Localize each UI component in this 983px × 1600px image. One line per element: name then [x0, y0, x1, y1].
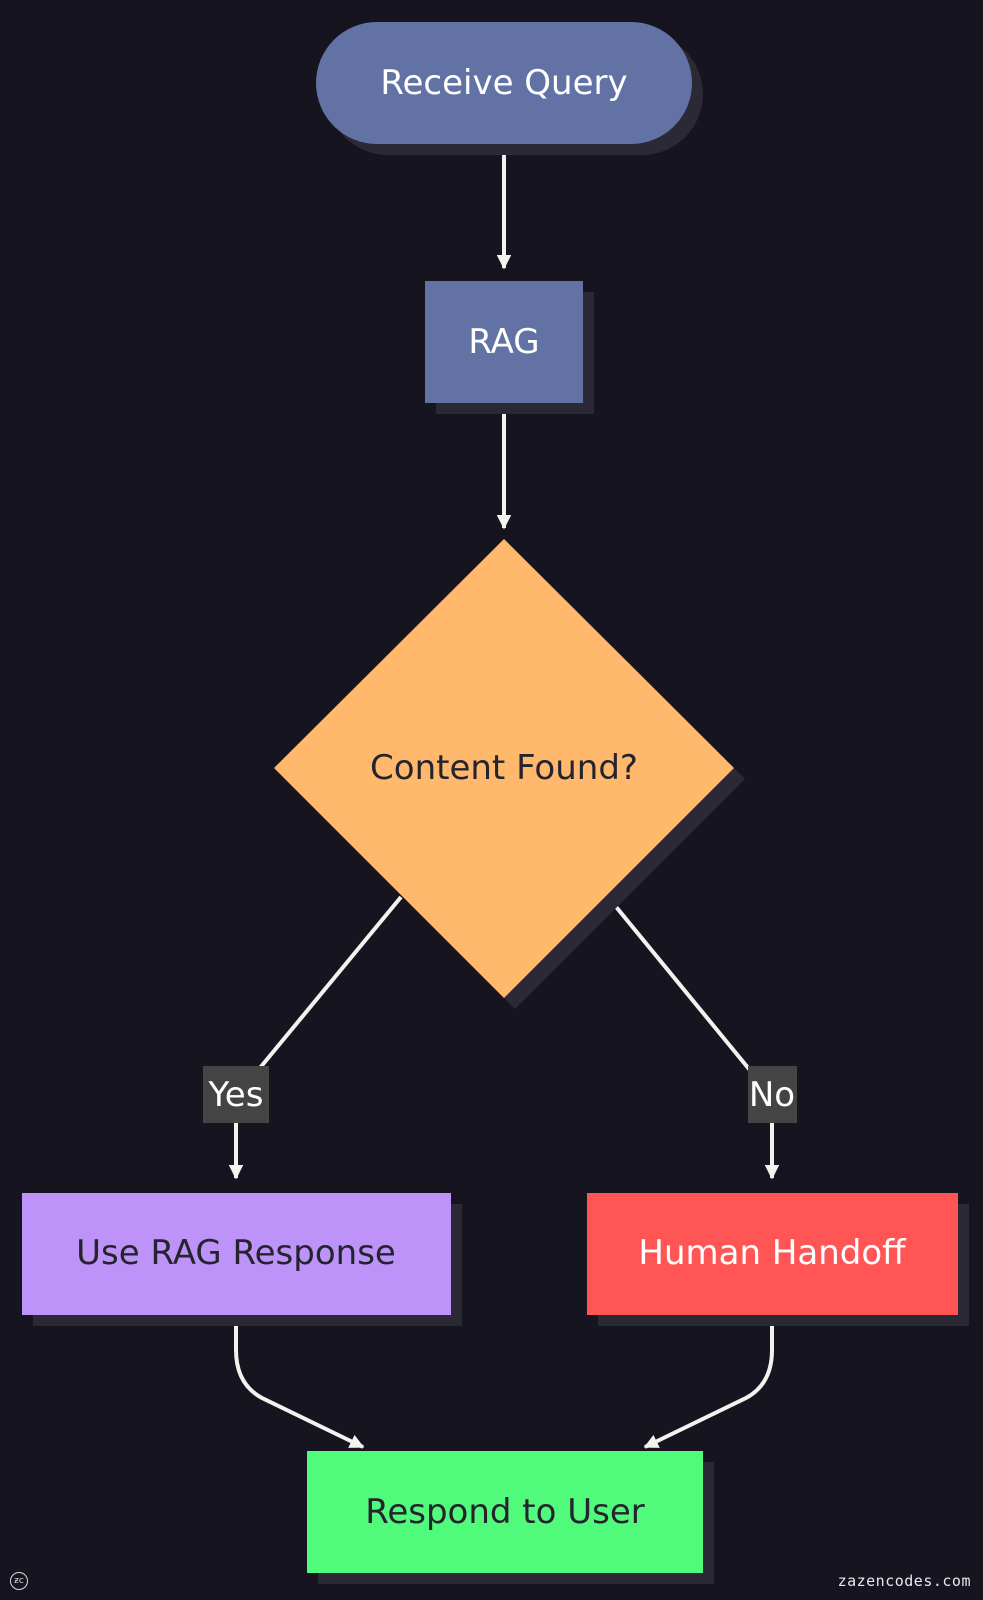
- edge-content-found-to-human-handoff: [606, 895, 780, 1180]
- edge-label-no-background: [748, 1066, 797, 1123]
- edge-use-rag-response-to-respond: [234, 1314, 365, 1449]
- node-respond-to-user: Respond to User: [307, 1451, 714, 1584]
- edge-label-yes: Yes: [203, 1066, 269, 1123]
- node-use-rag-response: Use RAG Response: [22, 1193, 462, 1326]
- node-human-handoff-shape: [587, 1193, 958, 1315]
- node-respond-to-user-label: Respond to User: [365, 1492, 645, 1532]
- node-content-found-shape: [274, 539, 734, 998]
- node-rag-shape: [425, 281, 583, 403]
- node-rag-label: RAG: [468, 322, 539, 362]
- edge-label-no-text: No: [749, 1075, 795, 1115]
- node-use-rag-response-label: Use RAG Response: [76, 1233, 396, 1273]
- node-rag: RAG: [425, 281, 594, 414]
- watermark-text: zazencodes.com: [837, 1572, 971, 1590]
- node-receive-query-label: Receive Query: [380, 63, 627, 103]
- edge-label-yes-background: [203, 1066, 269, 1123]
- node-content-found-label: Content Found?: [370, 748, 638, 788]
- node-respond-to-user-shape: [307, 1451, 703, 1573]
- node-human-handoff: Human Handoff: [587, 1193, 969, 1326]
- edge-label-yes-text: Yes: [208, 1075, 264, 1115]
- node-use-rag-response-shape: [22, 1193, 451, 1315]
- zazencodes-logo: ƶc: [10, 1572, 28, 1590]
- node-human-handoff-label: Human Handoff: [638, 1233, 907, 1273]
- node-content-found: Content Found?: [274, 539, 745, 1009]
- edge-human-handoff-to-respond: [643, 1314, 774, 1449]
- node-receive-query-shape: [316, 22, 692, 144]
- edge-label-no: No: [748, 1066, 797, 1123]
- node-receive-query: Receive Query: [316, 22, 703, 155]
- edge-content-found-to-use-rag-response: [228, 895, 403, 1180]
